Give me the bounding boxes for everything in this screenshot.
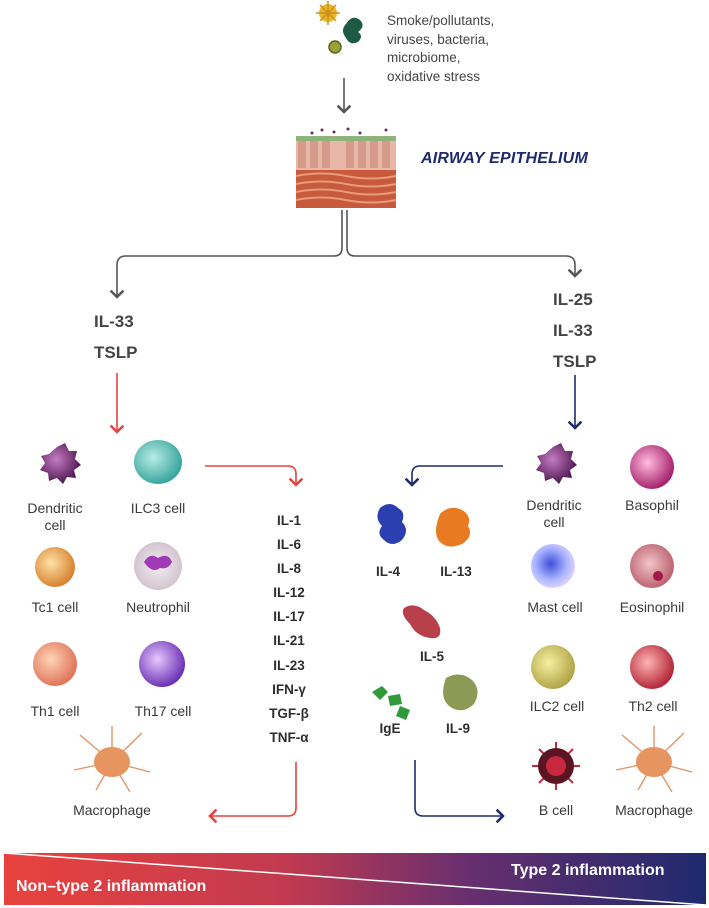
trigger-factors-label: Smoke/pollutants, viruses, bacteria, mic…: [387, 13, 495, 84]
left-mediators: IL-33 TSLP: [94, 312, 138, 362]
mast-cell-label: Mast cell: [527, 599, 583, 615]
th1-cell-label: Th1 cell: [30, 703, 80, 719]
dendritic-cell-right-icon: [536, 443, 577, 484]
macrophage-left-label: Macrophage: [73, 802, 151, 818]
neutrophil-icon: [134, 542, 182, 590]
type2-inflammation-label: Type 2 inflammation: [511, 862, 665, 879]
arrow-epithelium-to-right: [346, 210, 583, 278]
b-cell-label: B cell: [538, 802, 574, 818]
airway-epithelium-illustration: [295, 127, 397, 208]
airway-epithelium-label: AIRWAY EPITHELIUM: [421, 150, 588, 167]
macrophage-right-icon: [615, 726, 693, 793]
pollen-icon: [316, 1, 340, 25]
il9-label: IL-9: [445, 721, 471, 736]
bacteria-icon: [343, 17, 363, 44]
arrow-epithelium-to-left: [109, 210, 343, 299]
ilc3-cell-icon: [134, 440, 182, 484]
dendritic-cell-right-label: Dendritic cell: [526, 497, 582, 530]
th17-cell-label: Th17 cell: [134, 703, 192, 719]
th2-cell-label: Th2 cell: [628, 698, 678, 714]
dendritic-cell-label: Dendritic cell: [27, 500, 83, 533]
macrophage-left-icon: [73, 726, 151, 793]
arrow-cells-to-non-type2-cytokines: [205, 465, 304, 487]
tc1-cell-icon: [35, 547, 75, 587]
il4-label: IL-4: [375, 564, 401, 579]
ilc2-cell-icon: [531, 645, 575, 689]
dendritic-cell-icon: [40, 443, 81, 484]
non-type2-inflammation-label: Non–type 2 inflammation: [16, 878, 207, 895]
eosinophil-label: Eosinophil: [619, 599, 685, 615]
th17-cell-icon: [139, 641, 185, 687]
non-type2-cytokine-list: IL-1 IL-6 IL-8 IL-12 IL-17 IL-21 IL-23 I…: [269, 513, 309, 745]
arrow-cytokines-to-macrophage: [208, 762, 297, 824]
b-cell-icon: [532, 742, 580, 790]
il5-label: IL-5: [419, 649, 445, 664]
ilc2-cell-label: ILC2 cell: [529, 698, 585, 714]
il4-molecule-icon: [377, 504, 406, 544]
il13-molecule-icon: [436, 507, 470, 547]
neutrophil-label: Neutrophil: [126, 599, 190, 615]
th1-cell-icon: [33, 642, 77, 686]
mast-cell-icon: [531, 544, 575, 588]
il9-molecule-icon: [443, 674, 478, 711]
il13-label: IL-13: [440, 564, 472, 579]
ilc3-cell-label: ILC3 cell: [130, 500, 186, 516]
right-mediators: IL-25 IL-33 TSLP: [553, 290, 597, 371]
ige-label: IgE: [379, 721, 401, 736]
th2-cell-icon: [630, 645, 674, 689]
ige-molecule-icon: [372, 686, 410, 720]
eosinophil-icon: [630, 544, 674, 588]
arrow-type2-cytokines-to-bcell: [414, 760, 505, 824]
il5-molecule-icon: [402, 605, 441, 639]
spectrum-divider: [4, 853, 706, 905]
macrophage-right-label: Macrophage: [615, 802, 693, 818]
arrow-cells-to-type2-cytokines: [404, 465, 503, 487]
basophil-icon: [630, 445, 674, 489]
virus-icon: [328, 40, 342, 54]
basophil-label: Basophil: [625, 497, 679, 513]
tc1-cell-label: Tc1 cell: [31, 599, 79, 615]
